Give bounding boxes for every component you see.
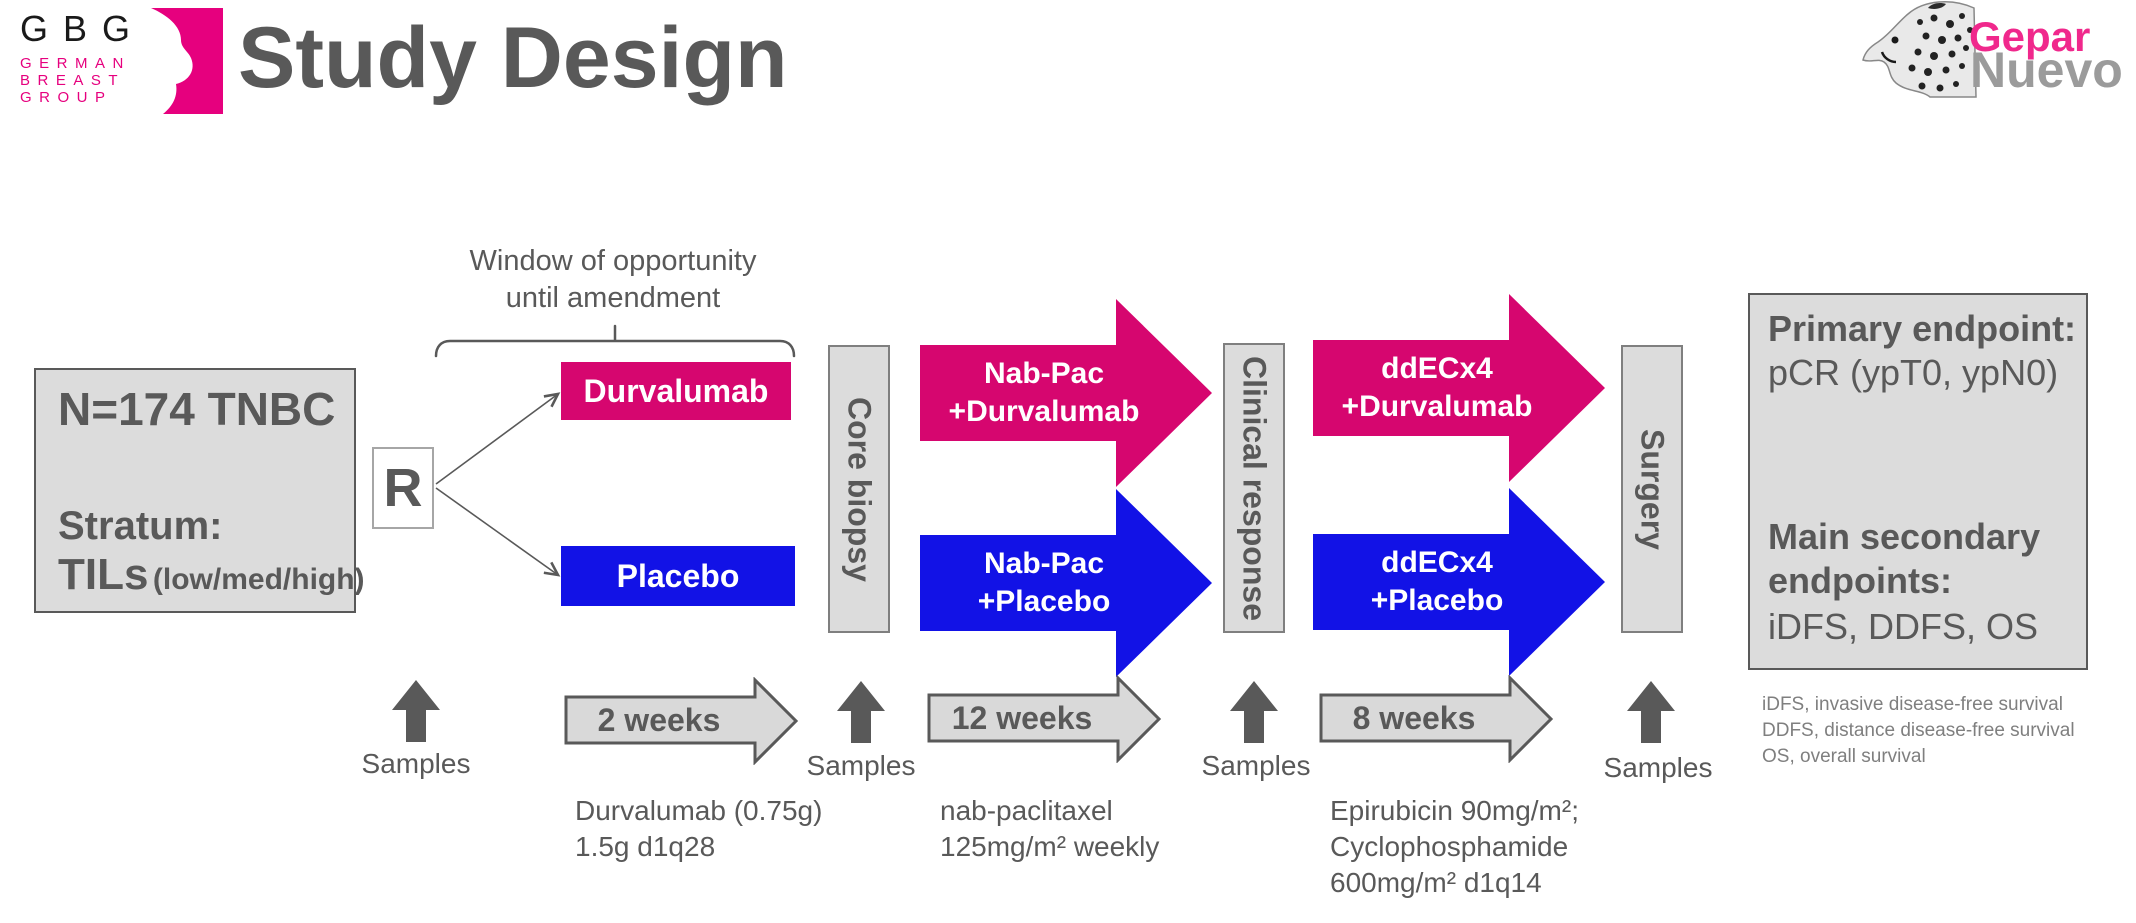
milestone-clinical-response-label: Clinical response [1236, 355, 1273, 621]
arrow-nabpac-placebo [920, 489, 1212, 677]
endpoints-box: Primary endpoint: pCR (ypT0, ypN0) Main … [1748, 293, 2088, 670]
primary-endpoint-value: pCR (ypT0, ypN0) [1768, 352, 2059, 393]
arrow-nabpac-durvalumab [920, 299, 1212, 487]
milestone-core-biopsy: Core biopsy [828, 345, 890, 633]
samples-arrow-3 [1230, 681, 1278, 743]
gbg-logo-line1: GERMAN [20, 55, 131, 72]
footnote-ddfs: DDFS, distance disease-free survival [1762, 720, 2075, 741]
randomization-box: R [372, 447, 434, 529]
primary-endpoint-label: Primary endpoint: [1768, 308, 2077, 349]
randomization-label: R [383, 458, 423, 518]
arrow-nabpac-durvalumab-line2: +Durvalumab [948, 395, 1140, 428]
duration-label-2-weeks: 2 weeks [597, 702, 721, 738]
gepar-logo-word2: Nuevo [1970, 42, 2123, 98]
window-brace [434, 324, 796, 358]
gbg-logo-acronym: GBG [20, 8, 146, 49]
dose-note-ec-line2: Cyclophosphamide [1330, 831, 1569, 862]
secondary-endpoints-label-line1: Main secondary [1768, 516, 2041, 557]
gepar-logo-word1: Gepar [1969, 13, 2091, 60]
dose-note-ec-line3: 600mg/m² d1q14 [1330, 867, 1542, 898]
milestone-clinical-response: Clinical response [1223, 343, 1285, 633]
population-tils: TILs (low/med/high) [58, 550, 365, 600]
dose-note-durvalumab-line2: 1.5g d1q28 [575, 831, 716, 862]
secondary-endpoints-value: iDFS, DDFS, OS [1768, 606, 2039, 647]
population-box: N=174 TNBC Stratum: TILs (low/med/high) [34, 368, 365, 613]
samples-label-1: Samples [361, 748, 471, 779]
arrow-ddec-placebo-label: ddECx4 +Placebo [1313, 541, 1561, 623]
gepar-nuevo-logo: Gepar Nuevo [1862, 0, 2136, 100]
secondary-endpoints-label-line2: endpoints: [1768, 560, 1952, 601]
milestone-surgery-label: Surgery [1634, 428, 1671, 550]
arm-box-durvalumab: Durvalumab [561, 362, 791, 420]
gbg-logo-line3: GROUP [20, 89, 113, 106]
arrow-ddec-placebo-line1: ddECx4 [1381, 546, 1493, 579]
samples-label-4: Samples [1603, 752, 1713, 783]
arrow-nabpac-durvalumab-label: Nab-Pac +Durvalumab [920, 352, 1168, 434]
population-tils-detail: (low/med/high) [152, 563, 365, 596]
samples-label-2: Samples [806, 750, 916, 781]
arrow-ddec-durvalumab [1313, 294, 1605, 482]
duration-arrow-2-weeks [564, 677, 799, 765]
arm-box-durvalumab-label: Durvalumab [583, 372, 769, 409]
population-n: N=174 TNBC [58, 383, 336, 435]
arm-box-placebo: Placebo [561, 546, 795, 606]
arrow-nabpac-placebo-label: Nab-Pac +Placebo [920, 542, 1168, 624]
milestone-core-biopsy-label: Core biopsy [841, 396, 878, 582]
gbg-logo: GBG GERMAN BREAST GROUP [18, 8, 233, 118]
dose-note-ec-line1: Epirubicin 90mg/m²; [1330, 795, 1579, 826]
footnote-os: OS, overall survival [1762, 746, 1926, 767]
dose-note-ec: Epirubicin 90mg/m²; Cyclophosphamide 600… [1330, 793, 1579, 901]
page-title: Study Design [238, 10, 788, 106]
arrow-ddec-placebo [1313, 488, 1605, 676]
milestone-surgery: Surgery [1621, 345, 1683, 633]
window-note-line1: Window of opportunity [469, 245, 757, 277]
duration-label-12-weeks: 12 weeks [951, 700, 1093, 736]
samples-arrow-2 [837, 681, 885, 743]
arrow-ddec-durvalumab-line2: +Durvalumab [1341, 390, 1533, 423]
arrow-ddec-durvalumab-line1: ddECx4 [1381, 352, 1493, 385]
dose-note-nabpaclitaxel-line1: nab-paclitaxel [940, 795, 1113, 826]
population-tils-main: TILs [58, 550, 149, 599]
arrow-ddec-durvalumab-label: ddECx4 +Durvalumab [1313, 347, 1561, 429]
duration-label-8-weeks: 8 weeks [1352, 700, 1476, 736]
dose-note-nabpaclitaxel: nab-paclitaxel 125mg/m² weekly [940, 793, 1159, 865]
arm-box-placebo-label: Placebo [616, 557, 740, 594]
samples-arrow-4 [1627, 681, 1675, 743]
window-note-line2: until amendment [505, 282, 721, 314]
gbg-breast-icon [151, 8, 223, 114]
duration-arrow-12-weeks [927, 675, 1162, 763]
samples-arrow-1 [392, 680, 440, 742]
footnote-idfs: iDFS, invasive disease-free survival [1762, 694, 2063, 715]
gbg-logo-line2: BREAST [20, 72, 126, 89]
arrow-nabpac-placebo-line1: Nab-Pac [983, 547, 1105, 580]
randomization-arrows [435, 392, 561, 577]
samples-label-3: Samples [1201, 750, 1311, 781]
dose-note-nabpaclitaxel-line2: 125mg/m² weekly [940, 831, 1160, 862]
arrow-nabpac-durvalumab-line1: Nab-Pac [983, 357, 1105, 390]
cheetah-icon [1862, 1, 1977, 98]
arrow-nabpac-placebo-line2: +Placebo [977, 585, 1111, 618]
footnotes: iDFS, invasive disease-free survival DDF… [1762, 692, 2075, 770]
window-of-opportunity-note: Window of opportunity until amendment [413, 243, 813, 317]
duration-arrow-8-weeks [1319, 675, 1554, 763]
population-stratum: Stratum: [58, 504, 223, 548]
arrow-ddec-placebo-line2: +Placebo [1370, 584, 1504, 617]
dose-note-durvalumab-line1: Durvalumab (0.75g) [575, 795, 823, 826]
dose-note-durvalumab: Durvalumab (0.75g) 1.5g d1q28 [575, 793, 822, 865]
